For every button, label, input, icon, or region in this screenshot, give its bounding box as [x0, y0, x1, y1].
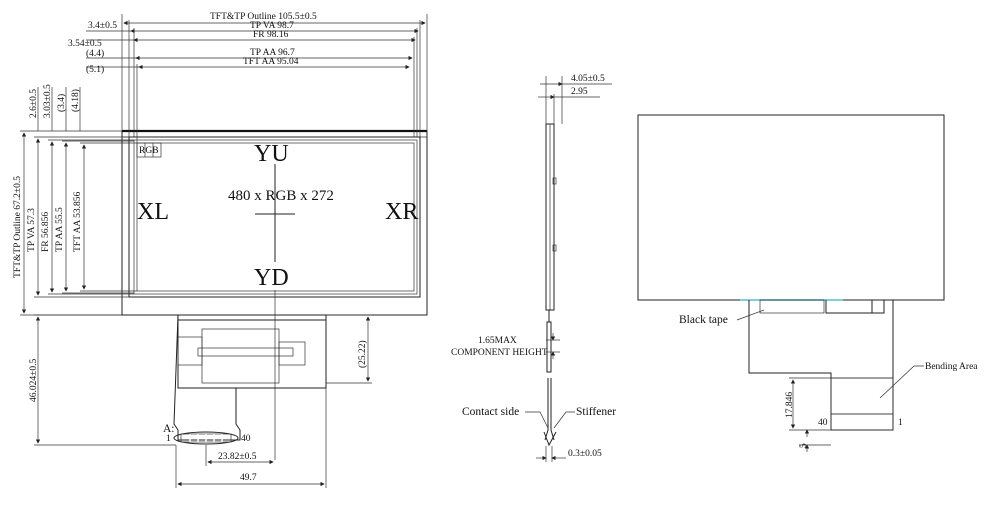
- connector-right: [278, 341, 306, 366]
- dim-tft-aa-height: TFT AA 53.856: [73, 191, 83, 252]
- yu-label: YU: [254, 141, 289, 167]
- back-view: Black tape Bending Area 17.846 5 40 1: [637, 114, 978, 452]
- dim-tp-va-height: TP VA 57.3: [27, 208, 37, 252]
- back-pin-first: 1: [898, 418, 903, 428]
- pin-first-label: 1: [166, 434, 171, 444]
- side-fpc: [546, 321, 552, 373]
- dim-outline-height: TFT&TP Outline 67.2±0.5: [13, 176, 23, 278]
- resolution-label: 480 x RGB x 272: [228, 188, 334, 204]
- dim-fr-height: FR 56.856: [41, 212, 51, 252]
- dim-17-846: 17.846: [785, 392, 795, 418]
- stiffener-label: Stiffener: [576, 406, 616, 418]
- black-tape-label: Black tape: [679, 314, 728, 326]
- dim-3-03: 3.03±0.5: [43, 84, 53, 118]
- dim-4-4: (4.4): [86, 48, 104, 59]
- dim-tft-aa-width: TFT AA 95.04: [243, 57, 299, 67]
- active-area: [133, 139, 418, 295]
- dim-tp-aa-width: TP AA 96.7: [250, 48, 295, 58]
- dim-3-4: 3.4±0.5: [88, 21, 117, 31]
- pin-last-label: 40: [241, 434, 251, 444]
- contact-side-label: Contact side: [462, 406, 519, 418]
- component-height-label: COMPONENT HEIGHT: [451, 348, 548, 358]
- dim-fr-width: FR 98.16: [253, 30, 289, 40]
- dim-5: 5: [799, 443, 809, 448]
- top-dimensions: TFT&TP Outline 105.5±0.5 TP VA 98.7 FR 9…: [68, 12, 426, 75]
- fpc-contact: [173, 431, 239, 445]
- back-pins: [830, 413, 894, 431]
- rgb-label: RGB: [139, 146, 159, 156]
- dim-23-82: 23.82±0.5: [218, 452, 257, 462]
- dim-4-05: 4.05±0.5: [571, 74, 605, 84]
- back-panel: [637, 114, 945, 301]
- dim-tp-va-width: TP VA 98.7: [250, 21, 294, 31]
- yd-label: YD: [254, 265, 289, 291]
- dim-outline-width: TFT&TP Outline 105.5±0.5: [210, 12, 317, 22]
- connector-left: [177, 336, 203, 366]
- dim-5-1: (5.1): [86, 64, 104, 75]
- fpc-cable: A: 1 40: [163, 314, 327, 445]
- fpc-dimensions: 46.024±0.5 (25.22) 23.82±0.5 49.7: [29, 314, 372, 488]
- xl-label: XL: [137, 199, 169, 225]
- dim-2-95: 2.95: [571, 87, 588, 97]
- dim-3-4-v: (3.4): [56, 94, 67, 112]
- pin-detail-label: A:: [163, 423, 175, 435]
- bending-area-label: Bending Area: [925, 362, 978, 372]
- dim-0-3: 0.3±0.05: [568, 449, 602, 459]
- bending-area: [830, 377, 894, 415]
- dim-25-22: (25.22): [357, 340, 368, 368]
- left-dimensions: TFT&TP Outline 67.2±0.5 TP VA 57.3 FR 56…: [13, 84, 137, 316]
- front-view: RGB YU YD XL XR 480 x RGB x 272 TFT&TP O…: [13, 12, 428, 488]
- black-tape-area: [759, 299, 825, 314]
- dim-4-18: (4.18): [70, 89, 81, 112]
- dim-2-6: 2.6±0.5: [29, 89, 39, 118]
- tp-va-frame: [128, 136, 421, 298]
- xr-label: XR: [385, 199, 418, 225]
- component-height-max: 1.65MAX: [478, 336, 517, 346]
- back-pin-last: 40: [818, 418, 828, 428]
- dim-tp-aa-height: TP AA 55.5: [55, 207, 65, 252]
- side-view: 4.05±0.5 2.95 1.65MAX COMPONENT HEIGHT C…: [451, 74, 616, 462]
- dim-49-7: 49.7: [240, 473, 257, 483]
- dim-3-54: 3.54±0.5: [68, 39, 102, 49]
- dim-46-024: 46.024±0.5: [29, 359, 39, 402]
